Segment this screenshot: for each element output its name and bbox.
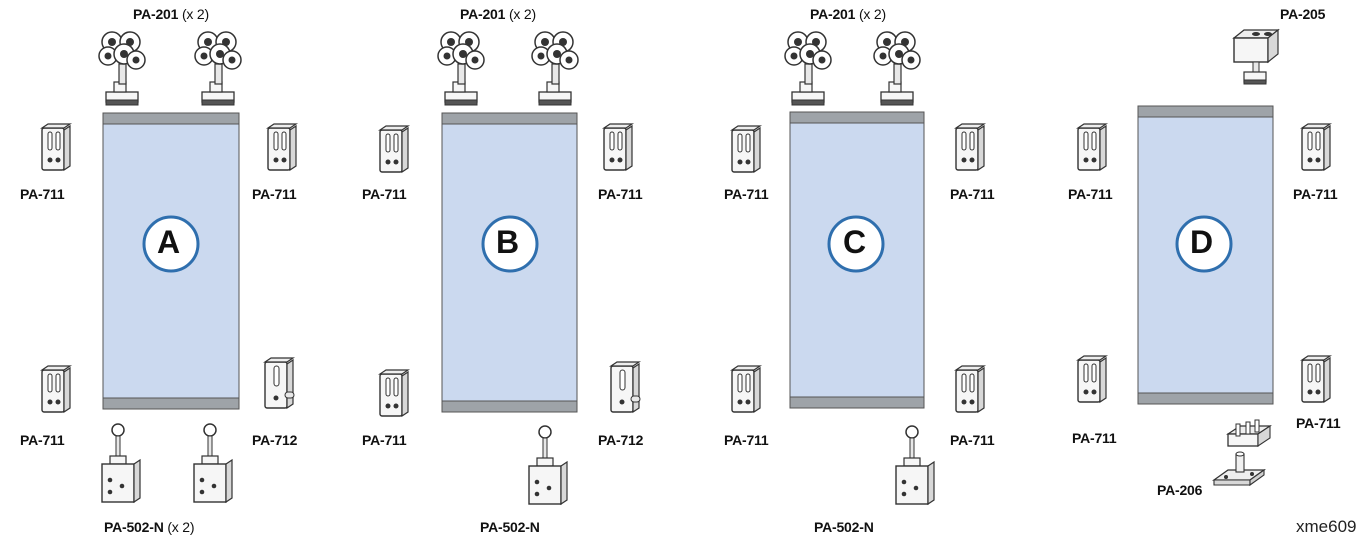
label-upper-left-c: PA-711 (724, 186, 769, 202)
panel-c-badge (827, 215, 885, 273)
label-upper-right-d: PA-711 (1293, 186, 1338, 202)
panel-d (1077, 29, 1331, 486)
label-lower-left-d: PA-711 (1072, 430, 1117, 446)
part-code: PA-502-N (104, 519, 164, 535)
label-lower-left-a: PA-711 (20, 432, 65, 448)
part-code: PA-201 (460, 6, 506, 22)
label-upper-right-c: PA-711 (950, 186, 995, 202)
part-code: PA-502-N (814, 519, 874, 535)
bottom-rail-c (789, 396, 925, 409)
label-upper-left-d: PA-711 (1068, 186, 1113, 202)
part-qty: (x 2) (858, 6, 886, 22)
panel-letter-d: D (1190, 224, 1213, 260)
label-upper-left-b: PA-711 (362, 186, 407, 202)
part-code: PA-502-N (480, 519, 540, 535)
part-qty: (x 2) (167, 519, 195, 535)
top-rail-d (1137, 105, 1274, 118)
part-qty: (x 2) (508, 6, 536, 22)
label-bottom-part-d: PA-206 (1157, 482, 1202, 498)
panel-letter-c: C (843, 224, 866, 260)
top-rail-b (441, 112, 578, 125)
panel-a (41, 31, 297, 503)
label-lower-left-b: PA-711 (362, 432, 407, 448)
bottom-rail-d (1137, 392, 1274, 405)
label-lower-left-c: PA-711 (724, 432, 769, 448)
panel-letter-b: B (496, 224, 519, 260)
part-code: PA-206 (1157, 482, 1203, 498)
part-code: PA-201 (133, 6, 179, 22)
top-rail-a (102, 112, 240, 125)
label-upper-right-b: PA-711 (598, 186, 643, 202)
label-bottom-part-a: PA-502-N (x 2) (104, 519, 195, 535)
panel-b (379, 31, 641, 505)
label-upper-left-a: PA-711 (20, 186, 65, 202)
part-code: PA-201 (810, 6, 856, 22)
panel-b-badge (481, 215, 539, 273)
part-qty: (x 2) (181, 6, 209, 22)
label-top-part-a: PA-201 (x 2) (133, 6, 209, 22)
label-top-part-d: PA-205 (1280, 6, 1325, 22)
figure-code: xme609 (1296, 517, 1357, 536)
label-bottom-part-b: PA-502-N (480, 519, 540, 535)
label-top-part-b: PA-201 (x 2) (460, 6, 536, 22)
top-rail-c (789, 111, 925, 124)
label-upper-right-a: PA-711 (252, 186, 297, 202)
label-lower-right-d: PA-711 (1296, 415, 1341, 431)
label-lower-right-a: PA-712 (252, 432, 298, 448)
panel-letter-a: A (157, 224, 180, 260)
part-code: PA-205 (1280, 6, 1326, 22)
panel-d-badge (1175, 215, 1233, 273)
label-lower-right-b: PA-712 (598, 432, 644, 448)
panel-c (731, 31, 985, 505)
panel-a-badge (142, 215, 200, 273)
label-top-part-c: PA-201 (x 2) (810, 6, 886, 22)
bottom-rail-a (102, 397, 240, 410)
label-bottom-part-c: PA-502-N (814, 519, 874, 535)
bottom-rail-b (441, 400, 578, 413)
label-lower-right-c: PA-711 (950, 432, 995, 448)
